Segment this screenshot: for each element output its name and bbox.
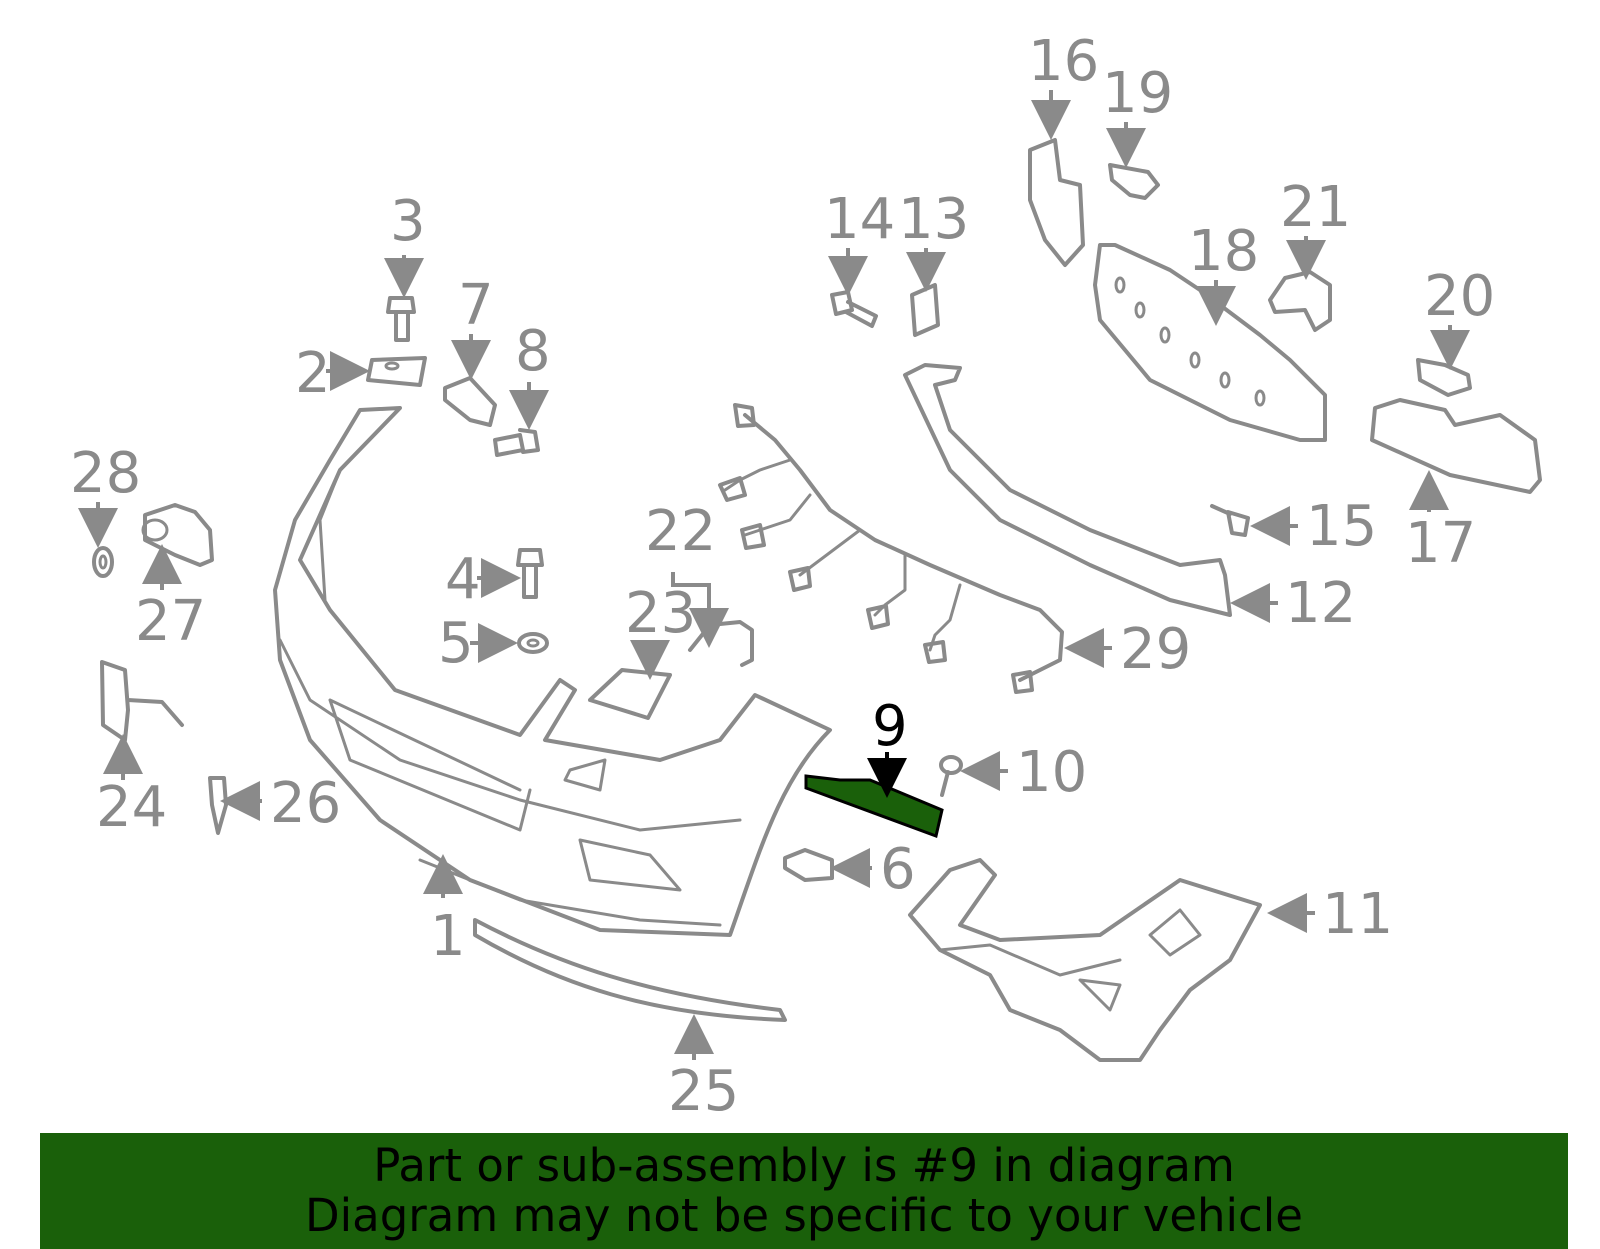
part-29-wiring-harness — [718, 403, 1064, 694]
callout-label-17: 17 — [1405, 511, 1476, 576]
callout-label-19: 19 — [1102, 61, 1173, 126]
callout-label-28: 28 — [70, 441, 141, 506]
callout-23: 23 — [625, 581, 696, 680]
part-11-side-bracket — [908, 858, 1262, 1062]
part-5-washer — [517, 632, 549, 654]
callout-label-25: 25 — [668, 1059, 739, 1124]
callout-22: 22 — [645, 499, 729, 648]
callout-6: 6 — [830, 837, 916, 902]
callout-15: 15 — [1250, 494, 1377, 559]
info-banner: Part or sub-assembly is #9 in diagram Di… — [40, 1133, 1568, 1249]
part-15-screw — [1210, 504, 1250, 537]
part-27-sensor — [141, 503, 214, 567]
callout-label-10: 10 — [1016, 740, 1087, 805]
part-26-clip — [208, 776, 228, 835]
part-12-absorber — [903, 363, 1232, 617]
callout-label-13: 13 — [898, 187, 969, 252]
callout-16: 16 — [1028, 29, 1099, 140]
part-4-bolt — [516, 548, 544, 599]
callout-3: 3 — [384, 189, 426, 298]
part-24-bracket — [100, 660, 184, 742]
callout-label-29: 29 — [1120, 617, 1191, 682]
part-22-harness — [688, 620, 754, 667]
callout-label-21: 21 — [1280, 175, 1351, 240]
part-18-reinforcement — [1093, 243, 1327, 442]
part-8-screw — [493, 428, 540, 457]
part-25-strip — [473, 918, 787, 1022]
callout-19: 19 — [1102, 61, 1173, 168]
callout-label-2: 2 — [295, 341, 331, 406]
callout-12: 12 — [1230, 571, 1356, 636]
callout-25: 25 — [668, 1014, 739, 1124]
callout-label-7: 7 — [458, 273, 494, 338]
part-10-pin — [939, 755, 963, 797]
callout-4: 4 — [445, 547, 521, 612]
callout-26: 26 — [220, 771, 341, 836]
callout-10: 10 — [960, 740, 1087, 805]
callout-2: 2 — [295, 341, 370, 406]
callout-11: 11 — [1267, 882, 1393, 947]
callout-label-12: 12 — [1285, 571, 1356, 636]
callout-24: 24 — [96, 734, 167, 840]
callout-label-22: 22 — [645, 499, 716, 564]
callout-label-26: 26 — [270, 771, 341, 836]
part-23-cover — [588, 668, 672, 720]
part-6-pad — [783, 848, 834, 882]
part-21-clip — [1268, 270, 1332, 332]
callout-label-20: 20 — [1424, 264, 1495, 329]
part-13-clip — [910, 283, 940, 337]
callout-label-11: 11 — [1322, 882, 1393, 947]
part-7-clip — [443, 376, 497, 427]
part-9-highlighted-strip — [804, 774, 944, 838]
callout-label-24: 24 — [96, 775, 167, 840]
callout-label-9: 9 — [872, 694, 908, 759]
callout-label-3: 3 — [390, 189, 426, 254]
part-20-clip — [1416, 358, 1472, 397]
callout-label-5: 5 — [438, 611, 474, 676]
part-2-bracket — [366, 356, 427, 387]
callout-27: 27 — [135, 544, 206, 654]
part-16-bracket — [1028, 138, 1085, 267]
callout-label-6: 6 — [880, 837, 916, 902]
callout-28: 28 — [70, 441, 141, 548]
part-1-bumper-cover — [273, 406, 832, 937]
callout-21: 21 — [1280, 175, 1351, 280]
callout-label-15: 15 — [1306, 494, 1377, 559]
banner-line-1: Part or sub-assembly is #9 in diagram — [373, 1139, 1235, 1192]
callout-label-4: 4 — [445, 547, 481, 612]
callout-14: 14 — [824, 187, 895, 296]
callout-label-8: 8 — [515, 319, 551, 384]
callout-7: 7 — [451, 273, 494, 380]
callout-label-23: 23 — [625, 581, 696, 646]
callout-8: 8 — [509, 319, 551, 430]
part-28-ring — [92, 546, 114, 578]
callout-5: 5 — [438, 611, 518, 676]
callout-label-16: 16 — [1028, 29, 1099, 94]
part-19-clip — [1108, 163, 1160, 200]
callout-13: 13 — [898, 187, 969, 292]
part-17-bracket — [1370, 398, 1542, 494]
callout-18: 18 — [1188, 219, 1259, 326]
callout-29: 29 — [1064, 617, 1191, 682]
callout-label-14: 14 — [824, 187, 895, 252]
callout-20: 20 — [1424, 264, 1495, 370]
part-14-screw — [830, 290, 878, 328]
part-3-bolt — [386, 296, 416, 342]
callout-9-highlighted: 9 — [867, 694, 908, 798]
callout-label-18: 18 — [1188, 219, 1259, 284]
callout-label-1: 1 — [430, 904, 466, 969]
callout-label-27: 27 — [135, 589, 206, 654]
callout-1: 1 — [423, 854, 466, 969]
banner-line-2: Diagram may not be specific to your vehi… — [305, 1189, 1303, 1242]
callout-17: 17 — [1405, 470, 1476, 576]
